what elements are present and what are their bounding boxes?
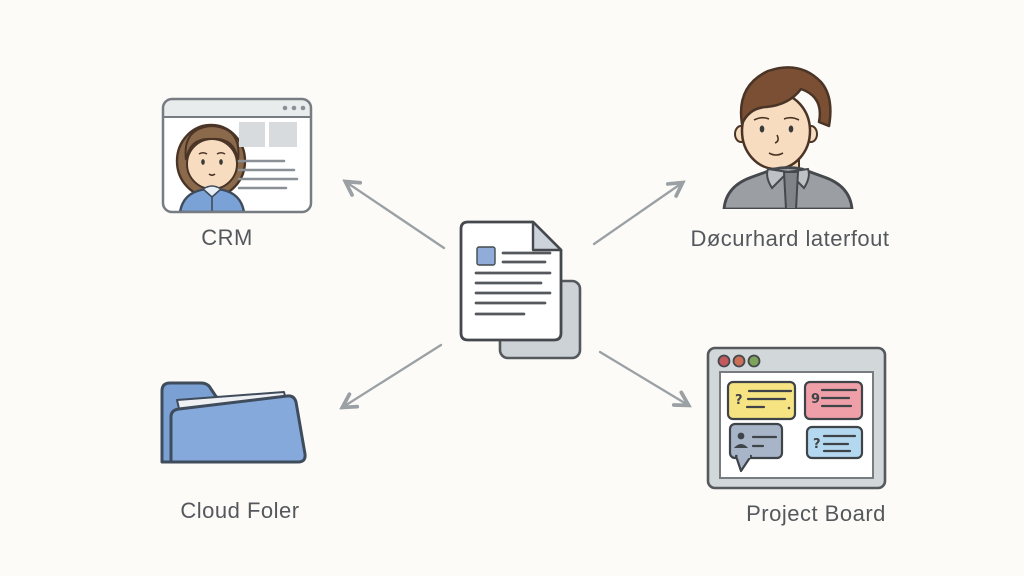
person-icon [722,66,854,209]
orange-dot-icon [732,354,746,368]
arrow-to-crm-icon [346,182,446,250]
crm-label: CRM [201,225,253,250]
nine-glyph: 9 [811,392,820,407]
crm-text-lines [237,159,299,190]
question-glyph: ? [813,437,821,452]
crm-avatar-icon [175,123,247,211]
arrows [343,182,688,407]
project-board-icon: ? 9 ? [706,346,887,490]
image-placeholder [239,122,265,147]
project-board-label: Project Board [746,501,886,526]
person-silhouette-icon [737,432,745,440]
recipient-label: Døcurhard laterfout [690,226,890,251]
arrow-to-cloud-folder-icon [343,343,443,407]
question-glyph: ? [735,393,743,408]
window-dots-icon [282,105,306,111]
folded-corner-icon [531,220,563,252]
gray-card [728,422,784,473]
document-text-lines [474,251,552,316]
cloud-folder-label: Cloud Foler [180,498,300,523]
crm-window-icon [161,97,313,214]
document-accent-square [476,246,496,266]
red-dot-icon [717,354,731,368]
document-copies-icon [459,220,582,360]
arrow-to-recipient-icon [592,183,682,246]
blue-card: ? [805,425,864,460]
yellow-card: ? [726,380,797,421]
arrow-to-project-board-icon [598,350,688,405]
folder-icon [160,381,307,464]
pink-card: 9 [803,380,864,421]
image-placeholder [269,122,297,147]
green-dot-icon [747,354,761,368]
